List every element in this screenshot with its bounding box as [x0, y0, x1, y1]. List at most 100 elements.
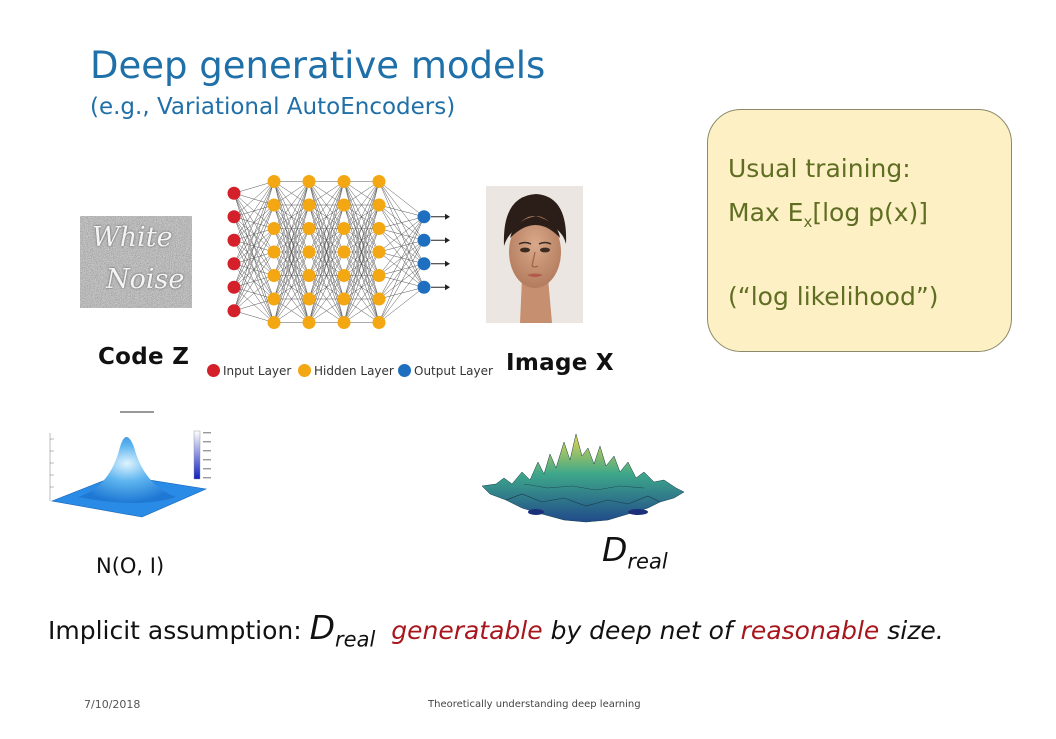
input-node — [227, 186, 241, 200]
network-edge — [378, 216, 425, 323]
network-edge — [378, 181, 425, 217]
legend-output-label: Output Layer — [414, 364, 493, 378]
network-edge — [308, 181, 345, 300]
network-edge — [308, 181, 345, 276]
network-edge — [308, 204, 345, 323]
d-real-subscript: real — [627, 549, 668, 574]
network-edge — [233, 310, 275, 323]
output-arrow-head — [445, 213, 450, 220]
network-edge — [308, 298, 345, 323]
hidden-node — [372, 175, 386, 188]
noise-word-white: White — [92, 222, 173, 253]
noise-texture — [80, 216, 192, 308]
footer-title: Theoretically understanding deep learnin… — [428, 699, 641, 710]
assumption-mid-text: by deep net of — [542, 616, 741, 645]
hidden-node — [302, 292, 316, 306]
network-edge — [378, 216, 425, 276]
network-edge — [273, 228, 310, 323]
face-illustration — [486, 186, 583, 323]
legend-output-dot — [398, 364, 411, 377]
network-edge — [343, 228, 380, 323]
hidden-node — [372, 292, 386, 306]
legend-hidden-label: Hidden Layer — [314, 364, 394, 378]
network-connections — [233, 181, 425, 323]
assumption-d-main: D — [309, 608, 336, 647]
callout-max-e: Max E — [728, 198, 804, 227]
input-node — [227, 304, 241, 318]
hidden-node — [337, 222, 351, 235]
input-node — [227, 280, 241, 294]
gauss-colorbar — [193, 430, 201, 480]
noise-word-noise: Noise — [106, 264, 185, 295]
hidden-node — [267, 222, 281, 235]
network-edge — [273, 181, 310, 253]
output-node — [417, 233, 431, 247]
hidden-node — [267, 175, 281, 188]
gauss-title-placeholder — [120, 411, 154, 413]
gaussian-surface-plot — [49, 411, 211, 518]
implicit-assumption-statement: Implicit assumption: Dreal generatable b… — [48, 608, 944, 652]
network-edge — [343, 181, 380, 300]
slide-title: Deep generative models — [90, 44, 546, 87]
legend-hidden-dot — [298, 364, 311, 377]
training-callout-box: Usual training: Max Ex[log p(x)] (“log l… — [707, 109, 1012, 352]
output-arrow-head — [445, 260, 450, 267]
network-edge — [378, 216, 425, 229]
output-node — [417, 257, 431, 271]
network-edge — [308, 181, 345, 253]
hidden-node — [267, 316, 281, 329]
network-edge — [273, 298, 310, 323]
network-nodes — [227, 175, 431, 329]
input-node — [227, 233, 241, 247]
output-arrow-head — [445, 284, 450, 291]
network-edge — [343, 181, 380, 206]
hidden-node — [372, 198, 386, 212]
hidden-node — [337, 198, 351, 212]
hidden-node — [302, 222, 316, 235]
network-edge — [233, 204, 275, 311]
network-edge — [273, 181, 310, 229]
white-noise-image: White Noise — [80, 216, 192, 308]
assumption-d-real: Dreal — [309, 608, 376, 652]
assumption-generatable: generatable — [391, 616, 543, 645]
d-real-label: Dreal — [602, 530, 668, 574]
network-edge — [308, 275, 345, 323]
callout-subscript-x: x — [803, 213, 813, 231]
hidden-node — [267, 269, 281, 282]
hidden-node — [302, 198, 316, 212]
rough-distribution-surface — [481, 433, 685, 523]
hidden-node — [337, 245, 351, 259]
assumption-prefix: Implicit assumption: — [48, 616, 310, 645]
assumption-d-subscript: real — [335, 627, 376, 652]
network-edge — [343, 275, 380, 323]
output-node — [417, 280, 431, 294]
hidden-node — [267, 198, 281, 212]
network-edge — [308, 181, 345, 229]
callout-line-log-likelihood: (“log likelihood”) — [728, 282, 939, 311]
legend-input-label: Input Layer — [223, 364, 292, 378]
network-edge — [233, 251, 275, 311]
hidden-node — [337, 292, 351, 306]
hidden-node — [337, 316, 351, 329]
network-edge — [233, 275, 275, 311]
network-edge — [233, 298, 275, 311]
network-edge — [343, 181, 380, 229]
network-edge — [273, 275, 310, 323]
hidden-node — [372, 269, 386, 282]
network-edge — [273, 181, 310, 206]
network-edge — [233, 228, 275, 311]
hidden-node — [337, 175, 351, 188]
network-edge — [378, 216, 425, 253]
assumption-reasonable: reasonable — [740, 616, 880, 645]
network-edge — [343, 251, 380, 323]
image-x-label: Image X — [506, 350, 614, 376]
network-edge — [308, 251, 345, 323]
hidden-node — [372, 316, 386, 329]
network-output-arrows — [431, 213, 450, 291]
network-edge — [233, 181, 275, 194]
network-edge — [378, 287, 425, 323]
network-edge — [343, 181, 380, 276]
hidden-node — [267, 245, 281, 259]
assumption-end-text: size. — [879, 616, 944, 645]
normal-distribution-label: N(O, I) — [96, 554, 165, 578]
